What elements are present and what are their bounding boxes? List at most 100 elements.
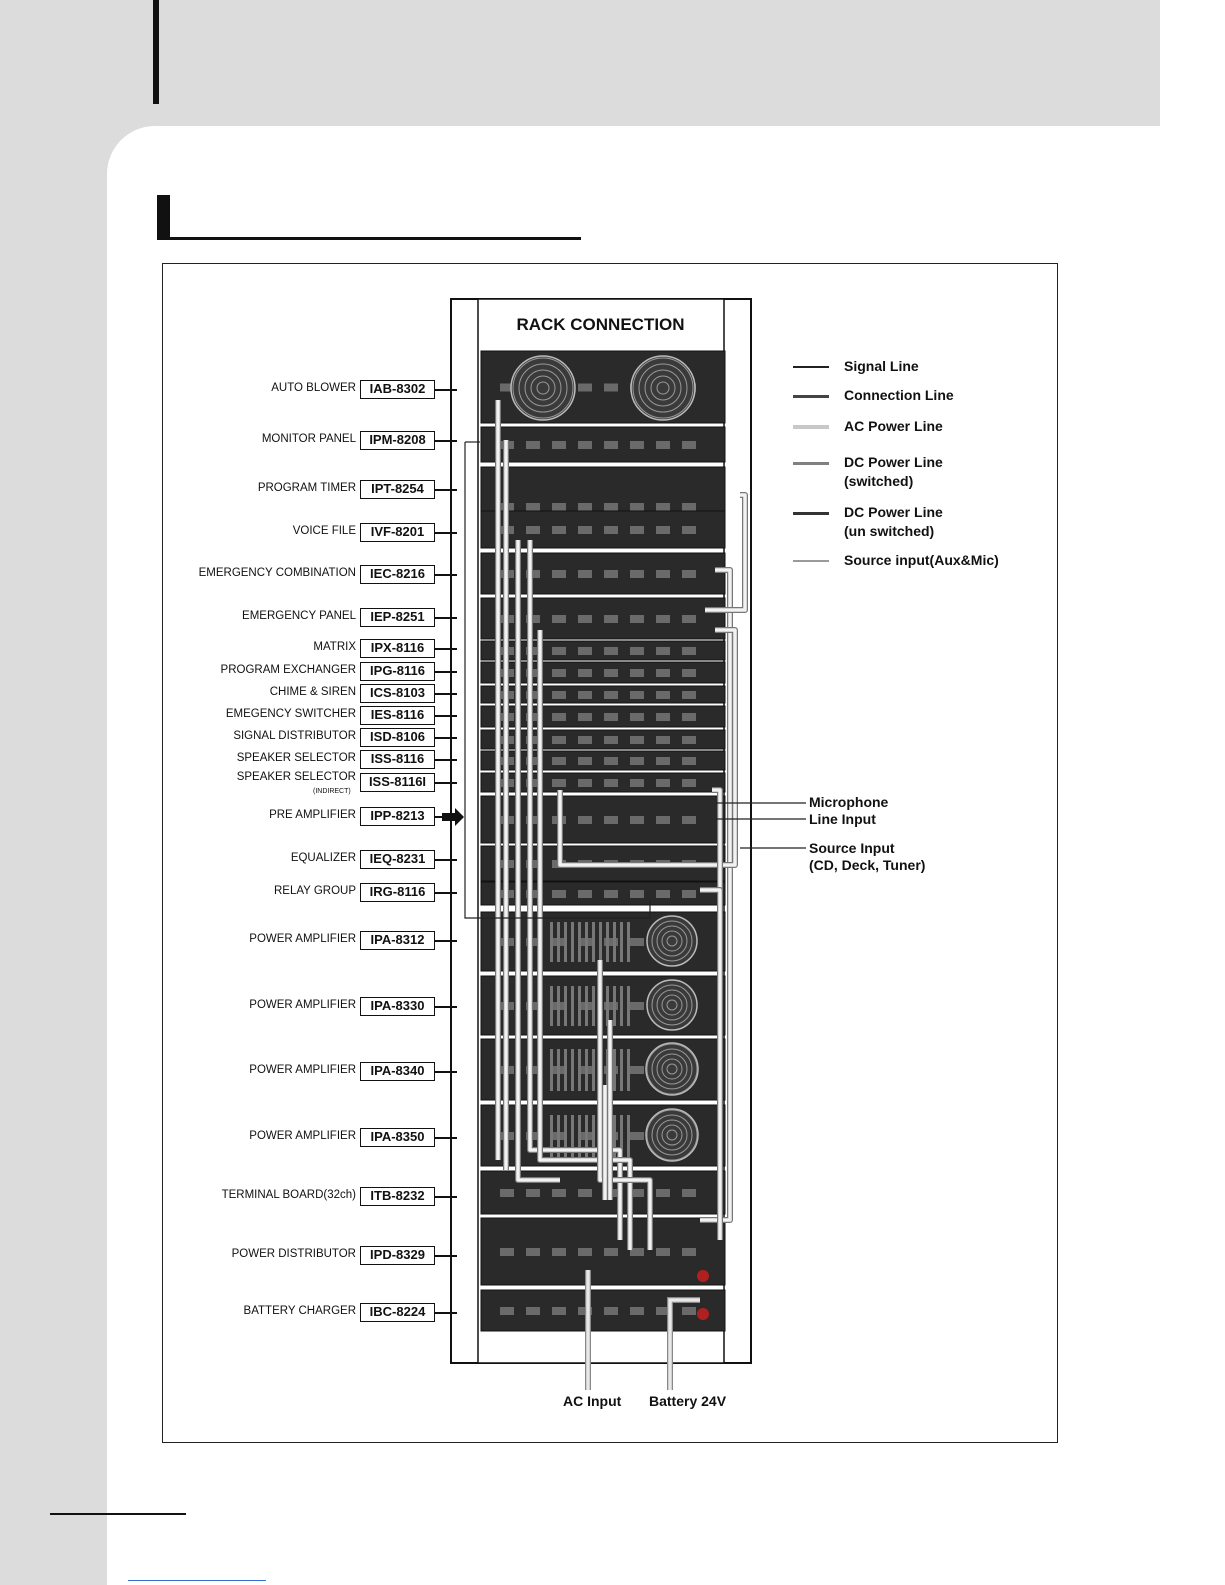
unit-label: TERMINAL BOARD(32ch) <box>221 1189 356 1201</box>
unit-label: MONITOR PANEL <box>261 433 356 445</box>
panel-connector <box>630 757 644 765</box>
cable <box>700 568 732 1222</box>
unit-label: SPEAKER SELECTOR <box>236 752 356 764</box>
panel-connector <box>552 713 566 721</box>
fan-ring <box>646 1043 698 1095</box>
cable <box>712 788 722 890</box>
leader-line <box>435 617 457 619</box>
cable <box>538 630 632 1250</box>
panel-connector <box>604 757 618 765</box>
panel-connector <box>682 503 696 511</box>
legend-label: DC Power Line(switched) <box>844 454 943 489</box>
leader-line <box>435 489 457 491</box>
leader-line <box>435 440 457 442</box>
panel-connector <box>656 570 670 578</box>
leader-line <box>435 759 457 761</box>
heatsink-fin <box>564 986 567 1026</box>
model-box: IPX-8116 <box>360 639 435 658</box>
terminal-red <box>697 1308 709 1320</box>
panel-connector <box>552 570 566 578</box>
fan-grille <box>645 1108 699 1162</box>
panel-connector <box>682 669 696 677</box>
fan-grille <box>646 915 698 967</box>
panel-connector <box>682 691 696 699</box>
panel-connector <box>552 503 566 511</box>
legend-swatch <box>793 511 829 515</box>
panel-connector <box>630 1307 644 1315</box>
panel-connector <box>682 1248 696 1256</box>
panel-connector <box>630 691 644 699</box>
panel-connector <box>604 691 618 699</box>
panel-connector <box>552 1307 566 1315</box>
leader-line <box>435 1255 457 1257</box>
panel-connector <box>656 441 670 449</box>
leader-line <box>435 940 457 942</box>
leader-line <box>435 859 457 861</box>
heatsink-fin <box>606 922 609 962</box>
panel-connector <box>630 503 644 511</box>
model-box: IPT-8254 <box>360 480 435 499</box>
heatsink-fin <box>585 922 588 962</box>
rack-title: RACK CONNECTION <box>479 300 722 348</box>
panel-connector <box>682 570 696 578</box>
panel-connector <box>578 757 592 765</box>
panel-connector <box>656 736 670 744</box>
panel-connector <box>630 736 644 744</box>
panel-connector <box>552 669 566 677</box>
heatsink-fin <box>627 986 630 1026</box>
panel-connector <box>630 1132 644 1140</box>
panel-connector <box>682 779 696 787</box>
ac-input-label: AC Input <box>563 1393 622 1409</box>
panel-connector <box>604 383 618 392</box>
fan-ring <box>661 994 683 1016</box>
microphone-label: Microphone <box>809 794 889 810</box>
panel-connector <box>578 890 592 898</box>
heatsink-fin <box>585 1049 588 1091</box>
heatsink-fin <box>592 1115 595 1157</box>
unit-label: POWER DISTRIBUTOR <box>231 1248 356 1260</box>
leader-line <box>435 389 457 391</box>
heatsink-fin <box>557 1049 560 1091</box>
fan-ring <box>656 925 688 957</box>
panel-connector <box>656 1248 670 1256</box>
heatsink-fin <box>557 922 560 962</box>
panel-connector <box>604 779 618 787</box>
leader-line <box>435 671 457 673</box>
fan-ring <box>656 1053 688 1085</box>
model-box: IPD-8329 <box>360 1246 435 1265</box>
model-box: IAB-8302 <box>360 380 435 399</box>
fan-grille <box>646 979 698 1031</box>
heatsink-fin <box>564 922 567 962</box>
fan-ring <box>518 363 568 413</box>
heatsink-fin <box>613 922 616 962</box>
panel-connector <box>682 1307 696 1315</box>
panel-connector <box>656 1307 670 1315</box>
heatsink-fin <box>578 986 581 1026</box>
panel-connector <box>526 503 540 511</box>
panel-connector <box>578 570 592 578</box>
heatsink-fin <box>627 1049 630 1091</box>
line-input-label: Line Input <box>809 811 876 827</box>
model-box: IPG-8116 <box>360 662 435 681</box>
panel-connector <box>604 938 618 946</box>
unit-label: AUTO BLOWER <box>271 382 356 394</box>
unit-label: SPEAKER SELECTOR <box>236 771 356 783</box>
unit-label: VOICE FILE <box>292 525 356 537</box>
panel-connector <box>682 526 696 534</box>
unit-label: EMEGENCY SWITCHER <box>225 708 356 720</box>
panel-connector <box>630 713 644 721</box>
unit-label: MATRIX <box>313 641 356 653</box>
panel-connector <box>500 383 514 392</box>
legend-swatch <box>793 425 829 429</box>
model-box: IPA-8312 <box>360 931 435 950</box>
leader-line <box>435 1137 457 1139</box>
panel-connector <box>604 669 618 677</box>
source-input-label: Source Input(CD, Deck, Tuner) <box>809 840 926 873</box>
panel-connector <box>656 526 670 534</box>
heatsink-fin <box>620 986 623 1026</box>
panel-connector <box>578 503 592 511</box>
model-box: IPA-8330 <box>360 997 435 1016</box>
fan-ring <box>661 1124 683 1146</box>
model-box: IBC-8224 <box>360 1303 435 1322</box>
